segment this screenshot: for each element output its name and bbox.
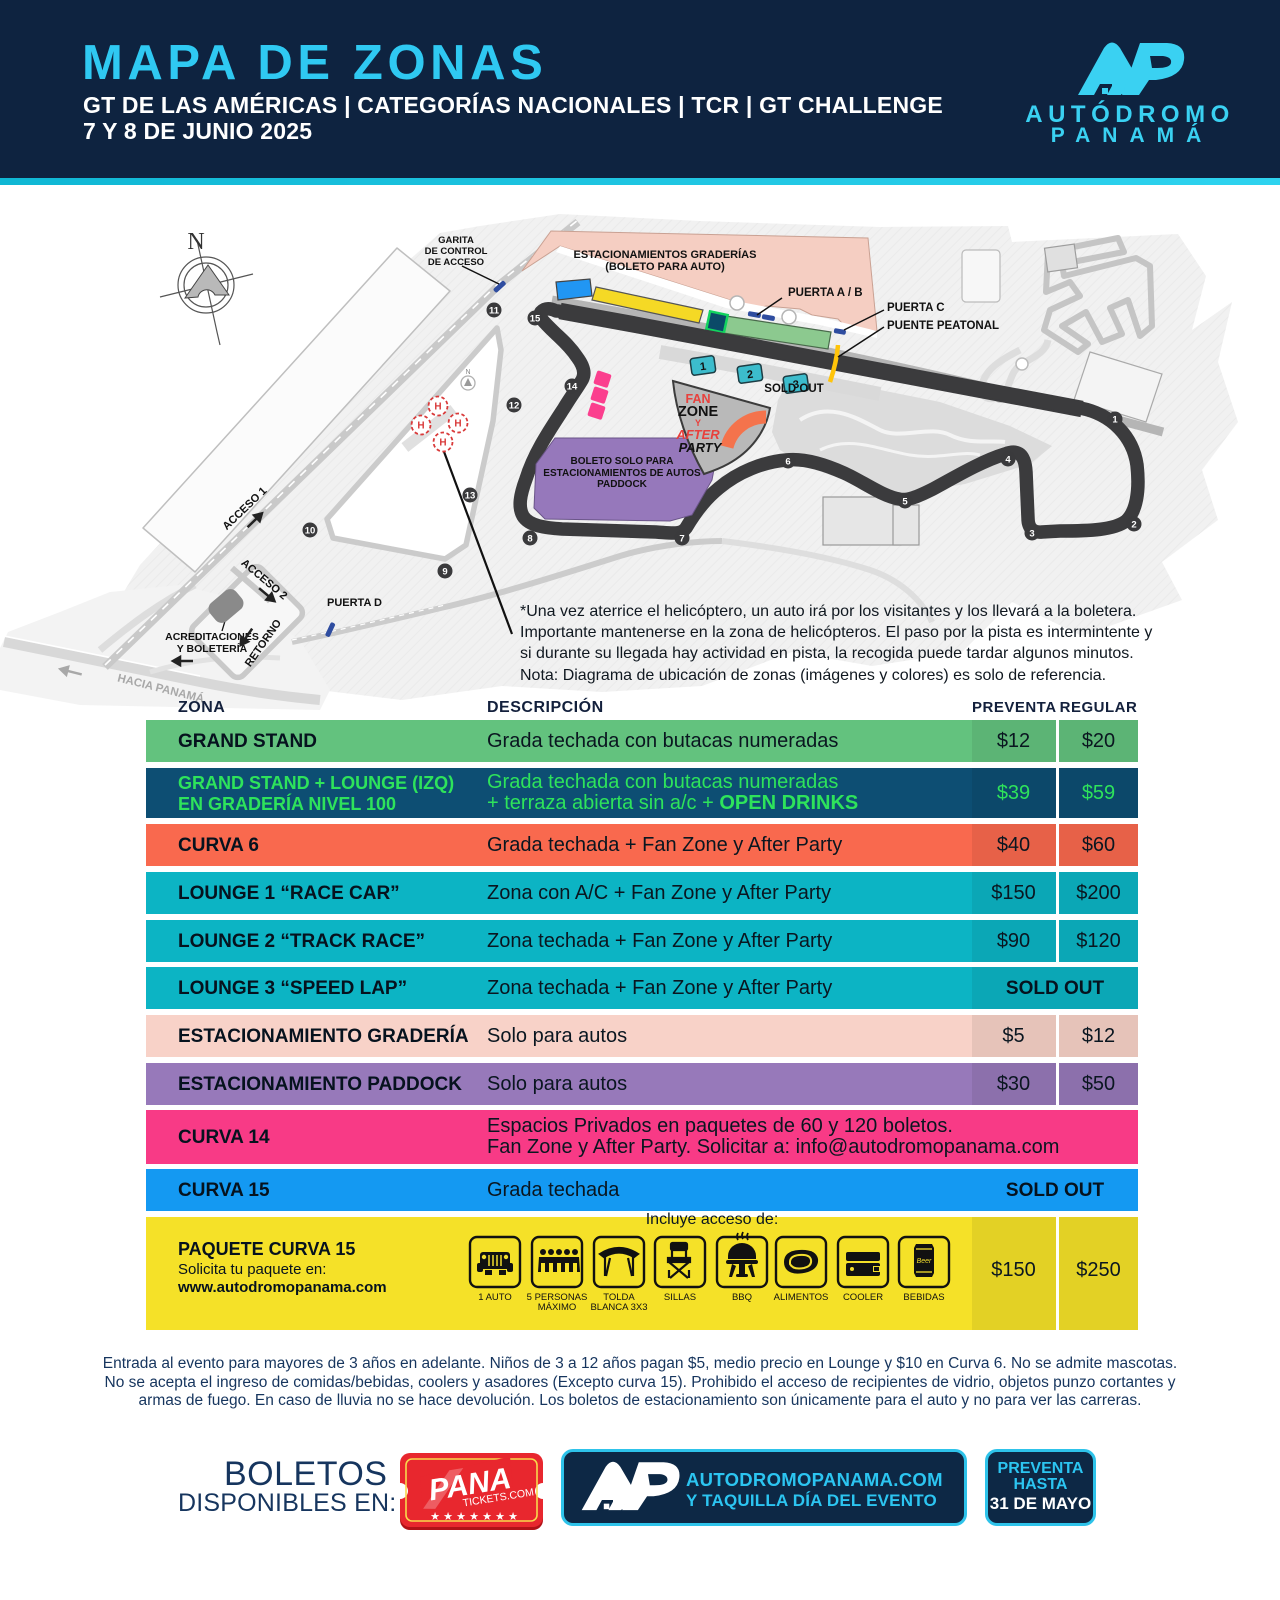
svg-text:★: ★ bbox=[508, 1511, 518, 1523]
svg-text:FAN: FAN bbox=[686, 392, 711, 406]
svg-text:PUERTA A / B: PUERTA A / B bbox=[788, 287, 863, 299]
svg-text:PUENTE PEATONAL: PUENTE PEATONAL bbox=[887, 320, 999, 332]
svg-text:BLANCA 3X3: BLANCA 3X3 bbox=[590, 1302, 647, 1313]
svg-text:BBQ: BBQ bbox=[732, 1292, 752, 1303]
svg-text:Beer: Beer bbox=[917, 1258, 932, 1265]
svg-text:1: 1 bbox=[699, 361, 707, 374]
svg-text:12: 12 bbox=[509, 400, 520, 411]
svg-text:3: 3 bbox=[1029, 528, 1034, 539]
svg-text:1: 1 bbox=[1112, 414, 1118, 425]
svg-text:MÁXIMO: MÁXIMO bbox=[538, 1302, 577, 1313]
svg-text:PUERTA C: PUERTA C bbox=[887, 302, 945, 314]
svg-text:8: 8 bbox=[527, 533, 532, 544]
svg-text:2: 2 bbox=[1131, 519, 1136, 530]
svg-text:SILLAS: SILLAS bbox=[664, 1292, 696, 1303]
svg-text:9: 9 bbox=[442, 566, 447, 577]
svg-text:3: 3 bbox=[792, 379, 800, 392]
svg-text:BOLETO SOLO PARA: BOLETO SOLO PARA bbox=[571, 456, 674, 467]
svg-text:11: 11 bbox=[489, 305, 500, 316]
svg-text:★: ★ bbox=[443, 1511, 453, 1523]
svg-text:Y: Y bbox=[695, 418, 701, 428]
svg-text:ESTACIONAMIENTOS DE AUTOS: ESTACIONAMIENTOS DE AUTOS bbox=[543, 468, 701, 479]
svg-text:5 PERSONAS: 5 PERSONAS bbox=[527, 1292, 588, 1303]
svg-text:★: ★ bbox=[482, 1511, 492, 1523]
svg-text:H: H bbox=[434, 402, 441, 413]
svg-text:6: 6 bbox=[785, 456, 790, 467]
svg-text:1 AUTO: 1 AUTO bbox=[478, 1292, 512, 1303]
svg-text:15: 15 bbox=[530, 313, 541, 324]
svg-text:PADDOCK: PADDOCK bbox=[597, 479, 648, 490]
svg-text:H: H bbox=[454, 419, 461, 430]
svg-text:DE ACCESO: DE ACCESO bbox=[428, 257, 484, 268]
svg-text:N: N bbox=[465, 369, 470, 376]
svg-text:GARITA: GARITA bbox=[438, 235, 474, 246]
svg-text:4: 4 bbox=[1005, 454, 1011, 465]
svg-text:N: N bbox=[187, 229, 204, 255]
svg-text:(BOLETO PARA AUTO): (BOLETO PARA AUTO) bbox=[605, 261, 725, 273]
svg-text:BEBIDAS: BEBIDAS bbox=[903, 1292, 944, 1303]
svg-text:PARTY: PARTY bbox=[679, 440, 723, 455]
svg-text:13: 13 bbox=[465, 490, 476, 501]
svg-text:AUTÓDROMO: AUTÓDROMO bbox=[1025, 100, 1234, 128]
svg-text:ACREDITACIONES: ACREDITACIONES bbox=[165, 631, 259, 643]
svg-text:★: ★ bbox=[456, 1511, 466, 1523]
svg-text:AFTER: AFTER bbox=[675, 427, 720, 442]
svg-text:★: ★ bbox=[469, 1511, 479, 1523]
svg-text:H: H bbox=[417, 421, 424, 432]
svg-text:14: 14 bbox=[567, 381, 578, 392]
svg-text:TOLDA: TOLDA bbox=[603, 1292, 635, 1303]
svg-text:H: H bbox=[439, 438, 446, 449]
svg-text:PUERTA D: PUERTA D bbox=[327, 597, 382, 609]
svg-text:5: 5 bbox=[902, 496, 908, 507]
svg-text:PANAMÁ: PANAMÁ bbox=[1051, 124, 1214, 147]
svg-text:2: 2 bbox=[746, 369, 754, 382]
svg-text:10: 10 bbox=[305, 525, 316, 536]
svg-text:SOLD OUT: SOLD OUT bbox=[764, 383, 823, 395]
svg-text:ESTACIONAMIENTOS GRADERÍAS: ESTACIONAMIENTOS GRADERÍAS bbox=[574, 248, 757, 261]
svg-text:★: ★ bbox=[430, 1511, 440, 1523]
svg-text:ALIMENTOS: ALIMENTOS bbox=[774, 1292, 829, 1303]
svg-text:DE CONTROL: DE CONTROL bbox=[425, 246, 488, 257]
svg-text:7: 7 bbox=[679, 533, 684, 544]
svg-text:COOLER: COOLER bbox=[843, 1292, 883, 1303]
svg-text:Y BOLETERÍA: Y BOLETERÍA bbox=[177, 642, 248, 655]
svg-text:★: ★ bbox=[495, 1511, 505, 1523]
svg-text:ZONE: ZONE bbox=[678, 404, 719, 420]
